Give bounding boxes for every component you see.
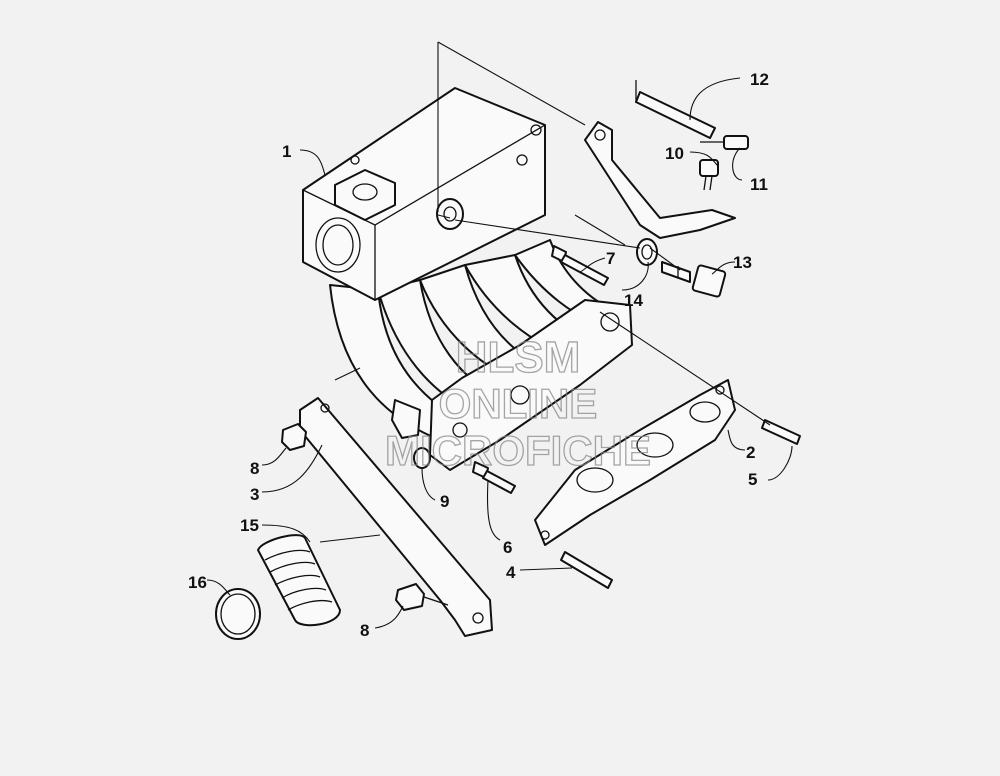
part-7-bolt <box>551 245 609 286</box>
callout-13: 13 <box>733 253 752 272</box>
callout-8-bottom: 8 <box>360 621 369 640</box>
part-3-mounting-bar <box>299 397 493 637</box>
callout-labels: 1 2 3 4 5 6 7 8 8 9 10 11 12 13 14 15 16 <box>188 70 769 640</box>
callout-1: 1 <box>282 142 291 161</box>
callout-7: 7 <box>606 249 615 268</box>
callout-5: 5 <box>748 470 757 489</box>
part-4-stud <box>560 551 613 589</box>
callout-15: 15 <box>240 516 259 535</box>
callout-8-top: 8 <box>250 459 259 478</box>
part-10-bracket <box>584 121 736 239</box>
callout-4: 4 <box>506 563 516 582</box>
flange-plate <box>429 299 633 471</box>
callout-10: 10 <box>665 144 684 163</box>
part-14-washer <box>636 238 658 266</box>
leader-lines <box>206 41 793 629</box>
callout-2: 2 <box>746 443 755 462</box>
part-15-boot <box>257 534 341 627</box>
part-11-bolts <box>699 135 749 191</box>
part-5-stud <box>761 419 801 445</box>
svg-text:ONLINE: ONLINE <box>439 380 598 427</box>
callout-6: 6 <box>503 538 512 557</box>
callout-14: 14 <box>624 291 643 310</box>
callout-3: 3 <box>250 485 259 504</box>
part-6-bolt <box>472 461 516 494</box>
watermark: HLSM ONLINE MICROFICHE <box>384 332 651 474</box>
part-13-sensor <box>661 261 727 298</box>
part-12-strap <box>635 80 716 139</box>
part-16-clamp <box>215 588 261 640</box>
callout-11: 11 <box>750 175 768 194</box>
svg-text:MICROFICHE: MICROFICHE <box>385 427 651 474</box>
callout-12: 12 <box>750 70 769 89</box>
svg-text:HLSM: HLSM <box>456 333 581 382</box>
part-2-gasket <box>534 379 736 546</box>
callout-16: 16 <box>188 573 207 592</box>
callout-9: 9 <box>440 492 449 511</box>
part-8-bolts <box>281 423 449 611</box>
